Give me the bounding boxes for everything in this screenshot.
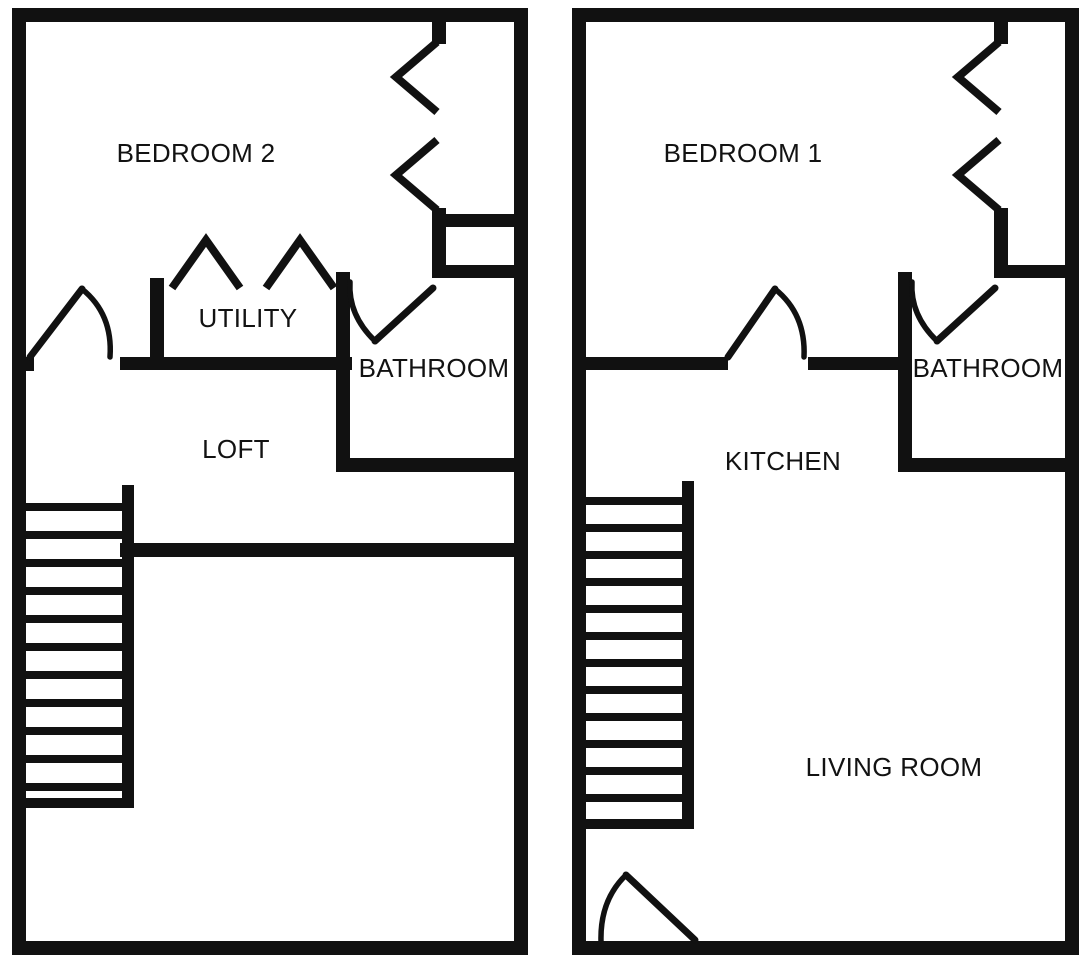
stair-tread [22, 531, 126, 539]
stair-tread [22, 755, 126, 763]
bifold-panel-upper-a[interactable] [389, 38, 440, 116]
bifold-panel-main-b[interactable] [951, 136, 1002, 214]
room-label-utility: UTILITY [199, 303, 298, 333]
wall-bath-vert-top-main [994, 208, 1008, 278]
wall-exterior-top-main [572, 8, 1079, 22]
stair-tread [22, 587, 126, 595]
stair-tread [22, 699, 126, 707]
stair-stringer-main [682, 481, 694, 829]
loft-door-leaf[interactable] [26, 285, 86, 361]
upper-floor-plan: BEDROOM 2 UTILITY BATHROOM LOFT [12, 8, 528, 955]
stair-tread [586, 605, 688, 613]
entry-door-leaf[interactable] [622, 871, 699, 944]
stair-tread [22, 615, 126, 623]
wall-bath-top-main [994, 265, 1070, 278]
wall-exterior-right-main [1065, 8, 1079, 955]
room-label-loft: LOFT [202, 434, 270, 464]
bathroom-door-leaf-upper[interactable] [371, 284, 437, 345]
stairs-main[interactable] [586, 481, 694, 829]
wall-closet-top-upper [432, 214, 520, 227]
stair-landing-edge-upper [22, 798, 134, 808]
stair-tread [586, 551, 688, 559]
kitchen-door[interactable] [724, 285, 807, 361]
wall-loft-door-jamb [12, 357, 34, 371]
main-floor-plan: BEDROOM 1 BATHROOM KITCHEN LIVING ROOM [572, 8, 1079, 955]
stair-tread [22, 783, 126, 791]
bifold-panel-main-a[interactable] [951, 38, 1002, 116]
wall-kitchen-divider-left [580, 357, 728, 370]
bifold-closet-main[interactable] [951, 38, 1002, 214]
loft-door[interactable] [12, 285, 113, 371]
wall-exterior-right [514, 8, 528, 955]
wall-exterior-left [12, 8, 26, 955]
bifold-panel-upper-b[interactable] [389, 136, 440, 214]
wall-loft-lower-partition [120, 543, 516, 557]
stair-tread [22, 559, 126, 567]
stair-tread [586, 740, 688, 748]
stair-tread [586, 686, 688, 694]
stair-landing-edge-main [586, 819, 694, 829]
loft-door-swing-arc [79, 286, 113, 360]
stair-tread [586, 794, 688, 802]
wall-closet-bottom-upper [432, 265, 520, 278]
stair-tread [22, 503, 126, 511]
wall-utility-right [336, 272, 350, 472]
stair-tread [586, 767, 688, 775]
bifold-utility-door[interactable] [168, 233, 338, 291]
bifold-utility-panel-b[interactable] [262, 233, 338, 291]
bathroom-door-arc-upper [347, 279, 378, 344]
room-label-bedroom-2: BEDROOM 2 [117, 138, 276, 168]
wall-utility-bottom [120, 357, 352, 370]
bathroom-walls-upper [336, 458, 516, 472]
bathroom-walls-main [898, 208, 1078, 472]
wall-bath-left-main [898, 272, 912, 472]
room-label-living-room: LIVING ROOM [806, 752, 983, 782]
stair-tread [586, 713, 688, 721]
wall-bathroom-bottom-upper [336, 458, 516, 472]
room-label-bathroom-main: BATHROOM [913, 353, 1064, 383]
utility-room-walls [120, 272, 352, 472]
stair-tread [586, 497, 688, 505]
bathroom-door-leaf-main[interactable] [933, 284, 999, 345]
kitchen-door-leaf[interactable] [724, 285, 779, 361]
room-label-kitchen: KITCHEN [725, 446, 841, 476]
bifold-closet-upper[interactable] [389, 38, 440, 214]
wall-closet-jamb-top-main [994, 22, 1008, 44]
wall-exterior-left-main [572, 8, 586, 955]
wall-entry-threshold [692, 941, 1079, 955]
stair-tread [586, 578, 688, 586]
upper-floor-exterior-walls [12, 8, 528, 955]
room-label-bedroom-1: BEDROOM 1 [664, 138, 823, 168]
wall-exterior-top [12, 8, 528, 22]
stair-tread [586, 659, 688, 667]
stair-tread [586, 632, 688, 640]
wall-closet-jamb-top-upper [432, 22, 446, 44]
kitchen-door-arc [772, 286, 807, 360]
upper-closet-partition [432, 208, 520, 278]
bifold-utility-panel-a[interactable] [168, 233, 244, 291]
stair-tread [586, 524, 688, 532]
stairs-upper[interactable] [22, 485, 134, 808]
room-label-bathroom-upper: BATHROOM [359, 353, 510, 383]
wall-utility-left [150, 278, 164, 363]
bathroom-door-main[interactable] [909, 279, 999, 345]
wall-exterior-bottom [12, 941, 528, 955]
kitchen-divider-wall [580, 357, 908, 370]
bathroom-door-upper[interactable] [347, 279, 437, 345]
stair-tread [22, 671, 126, 679]
wall-kitchen-divider-right [808, 357, 908, 370]
wall-bath-bottom-main [898, 458, 1078, 472]
stair-tread [22, 643, 126, 651]
bathroom-door-arc-main [909, 279, 940, 344]
stair-tread [22, 727, 126, 735]
entry-door-arc [598, 872, 629, 944]
entry-door[interactable] [598, 871, 1079, 955]
